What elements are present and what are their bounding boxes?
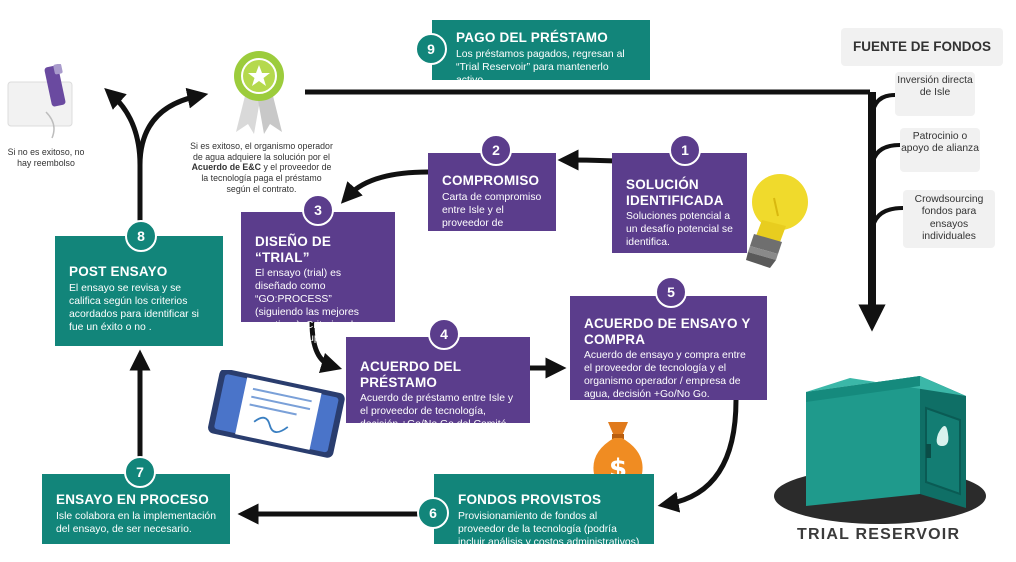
funding-branch-2 <box>870 143 901 171</box>
step-1-number: 1 <box>669 134 701 166</box>
success-note-highlight: Acuerdo de E&C <box>191 162 261 173</box>
step-5-box: ACUERDO DE ENSAYO Y COMPRA Acuerdo de en… <box>570 296 767 400</box>
step-2-title: COMPROMISO <box>442 173 540 188</box>
step-9-text: Los préstamos pagados, regresan al “Tria… <box>456 48 625 86</box>
step-8-title: POST ENSAYO <box>69 264 168 279</box>
failure-note: Si no es exitoso, no hay reembolso <box>7 147 85 168</box>
step-4-box: ACUERDO DEL PRÉSTAMO Acuerdo de préstamo… <box>346 337 530 443</box>
funding-source-3: Crowdsourcing fondos para ensayos indivi… <box>903 190 995 248</box>
step-6-number: 6 <box>417 497 449 529</box>
step-3-box: DISEÑO DE “TRIAL” El ensayo (trial) es d… <box>241 212 395 357</box>
step-4-title: ACUERDO DEL PRÉSTAMO <box>360 359 461 390</box>
step-2-number: 2 <box>480 134 512 166</box>
step-2-box: COMPROMISO Carta de compromiso entre Isl… <box>428 153 556 242</box>
step-9-title: PAGO DEL PRÉSTAMO <box>456 30 608 45</box>
arrow-2-to-3 <box>340 169 429 204</box>
step-6-title: FONDOS PROVISTOS <box>458 492 602 507</box>
funding-source-2: Patrocinio o apoyo de alianza <box>900 128 980 172</box>
step-5-number: 5 <box>655 276 687 308</box>
step-8-text: El ensayo se revisa y se califica según … <box>69 282 199 333</box>
step-3-text: El ensayo (trial) es diseñado como “GO:P… <box>255 268 359 358</box>
funding-branch-3 <box>870 206 904 236</box>
step-4-text: Acuerdo de préstamo entre Isle y el prov… <box>360 393 514 444</box>
step-1-text: Soluciones potencial a un desafío potenc… <box>626 211 733 249</box>
ribbon-award-icon <box>234 51 284 134</box>
tablet-contract-icon <box>208 370 345 458</box>
funding-source-1: Inversión directa de Isle <box>895 72 975 116</box>
step-1-title: SOLUCIÓN IDENTIFICADA <box>626 177 724 208</box>
trial-reservoir-vault-icon <box>774 376 986 524</box>
step-4-number: 4 <box>428 318 460 350</box>
arrow-5-to-6 <box>657 399 739 513</box>
success-note-part2: y el proveedor de la tecnología paga el … <box>201 162 332 194</box>
trial-reservoir-label: TRIAL RESERVOIR <box>797 526 961 543</box>
step-3-number: 3 <box>302 194 334 226</box>
step-9-box: PAGO DEL PRÉSTAMO Los préstamos pagados,… <box>432 20 650 86</box>
arrow-8-to-success <box>137 87 209 166</box>
step-5-title: ACUERDO DE ENSAYO Y COMPRA <box>584 316 751 347</box>
no-refund-icon <box>7 64 73 139</box>
step-3-title: DISEÑO DE “TRIAL” <box>255 234 332 265</box>
step-6-text: Provisionamiento de fondos al proveedor … <box>458 510 640 561</box>
step-1-box: SOLUCIÓN IDENTIFICADA Soluciones potenci… <box>612 153 747 253</box>
funding-branch-1 <box>870 93 896 121</box>
arrow-3-to-4 <box>309 321 343 374</box>
step-8-number: 8 <box>125 220 157 252</box>
step-2-text: Carta de compromiso entre Isle y el prov… <box>442 191 542 242</box>
step-5-text: Acuerdo de ensayo y compra entre el prov… <box>584 350 746 401</box>
arrow-8-to-fail <box>104 88 143 222</box>
funding-title: FUENTE DE FONDOS <box>841 28 1003 66</box>
success-note-part1: Si es exitoso, el organismo operador de … <box>190 141 333 162</box>
success-note: Si es exitoso, el organismo operador de … <box>189 141 334 195</box>
step-6-box: FONDOS PROVISTOS Provisionamiento de fon… <box>434 474 654 561</box>
step-7-number: 7 <box>124 456 156 488</box>
step-7-text: Isle colabora en la implementación del e… <box>56 510 216 535</box>
step-8-box: POST ENSAYO El ensayo se revisa y se cal… <box>55 236 223 346</box>
light-bulb-icon <box>746 174 808 268</box>
step-7-title: ENSAYO EN PROCESO <box>56 492 209 507</box>
step-9-number: 9 <box>415 33 447 65</box>
